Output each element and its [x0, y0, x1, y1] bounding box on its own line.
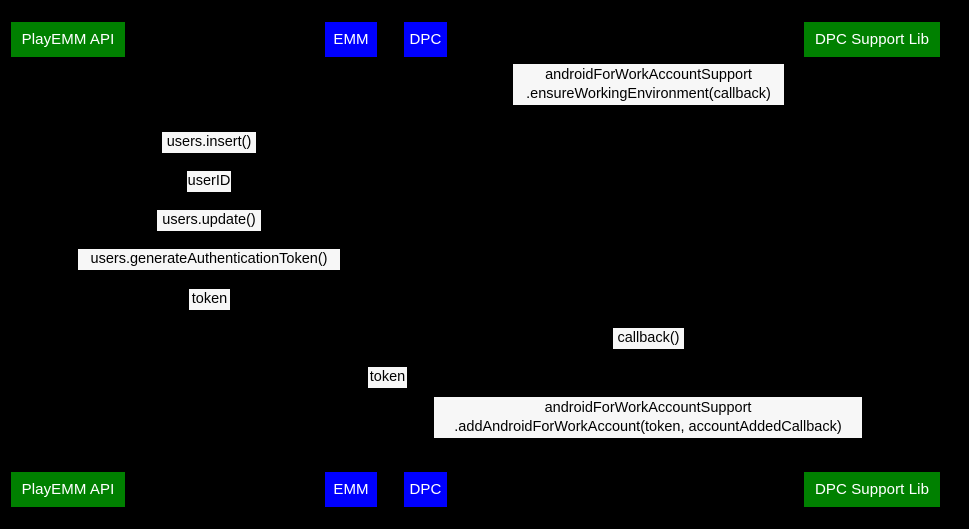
message-label-line-1: androidForWorkAccountSupport: [544, 399, 752, 416]
participant-label: DPC: [409, 481, 442, 498]
message-label-line-1: userID: [187, 173, 231, 189]
participant-playemm-api-top[interactable]: PlayEMM API: [11, 22, 125, 57]
message-label-ensure-working-environment: androidForWorkAccountSupport .ensureWorki…: [513, 64, 784, 105]
participant-playemm-api-bottom[interactable]: PlayEMM API: [11, 472, 125, 507]
message-label-users-generate-authentication-token: users.generateAuthenticationToken(): [78, 249, 340, 270]
lifeline-emm: [351, 57, 352, 472]
message-label-users-update: users.update(): [157, 210, 261, 231]
participant-dpc-top[interactable]: DPC: [404, 22, 447, 57]
participant-emm-top[interactable]: EMM: [325, 22, 377, 57]
lifeline-dpc-support-lib: [872, 57, 873, 472]
participant-dpc-bottom[interactable]: DPC: [404, 472, 447, 507]
message-label-token-upper: token: [189, 289, 230, 310]
participant-label: DPC: [409, 31, 442, 48]
participant-label: DPC Support Lib: [814, 31, 930, 48]
participant-label: PlayEMM API: [21, 481, 115, 498]
message-label-add-android-for-work-account: androidForWorkAccountSupport .addAndroidF…: [434, 397, 862, 438]
message-label-line-1: androidForWorkAccountSupport: [545, 66, 752, 83]
participant-label: DPC Support Lib: [814, 481, 930, 498]
message-label-users-insert: users.insert(): [162, 132, 256, 153]
message-label-line-1: token: [369, 369, 406, 385]
message-label-line-1: users.update(): [162, 212, 256, 228]
participant-label: PlayEMM API: [21, 31, 115, 48]
message-label-line-1: token: [191, 291, 228, 307]
message-label-user-id: userID: [187, 171, 231, 192]
participant-label: EMM: [333, 31, 369, 48]
participant-label: EMM: [333, 481, 369, 498]
message-label-line-2: .addAndroidForWorkAccount(token, account…: [454, 418, 842, 435]
message-label-line-2: .ensureWorkingEnvironment(callback): [526, 85, 771, 102]
participant-emm-bottom[interactable]: EMM: [325, 472, 377, 507]
message-label-callback: callback(): [613, 328, 684, 349]
message-label-token-lower: token: [368, 367, 407, 388]
lifeline-playemm-api: [68, 57, 69, 472]
message-label-line-1: callback(): [617, 330, 680, 346]
message-label-line-1: users.insert(): [166, 134, 252, 150]
participant-dpc-support-lib-bottom[interactable]: DPC Support Lib: [804, 472, 940, 507]
participant-dpc-support-lib-top[interactable]: DPC Support Lib: [804, 22, 940, 57]
lifeline-dpc: [425, 57, 426, 472]
message-label-line-1: users.generateAuthenticationToken(): [90, 251, 328, 267]
